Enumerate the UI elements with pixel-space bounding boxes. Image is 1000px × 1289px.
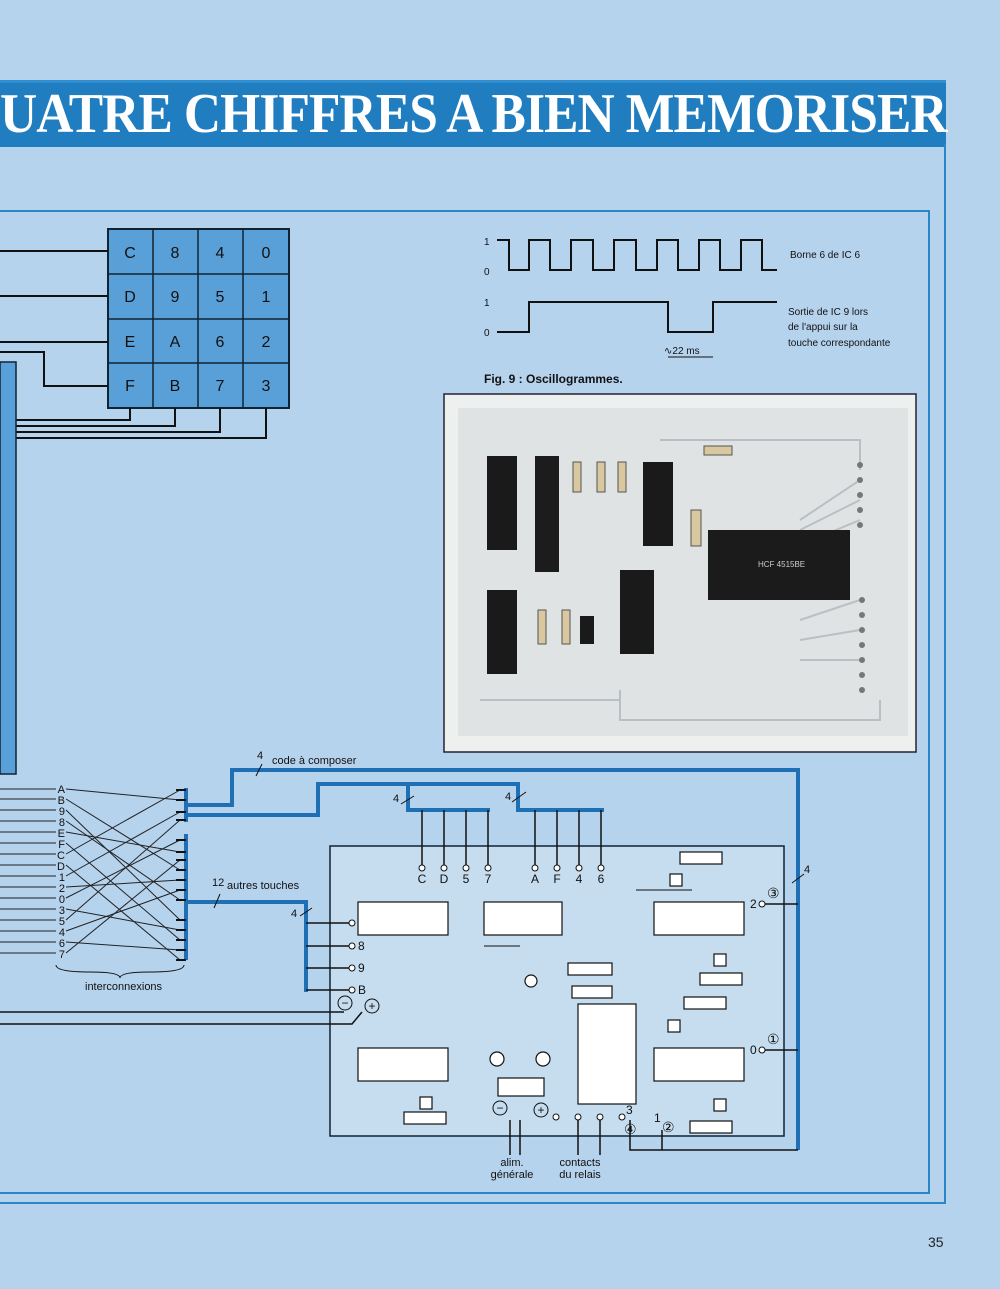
left-label-d: D bbox=[57, 861, 65, 873]
left-label-7: 7 bbox=[59, 949, 65, 961]
key-a: A bbox=[170, 334, 181, 351]
page-title: UATRE CHIFFRES A BIEN MEMORISER bbox=[0, 83, 948, 145]
top-pin-5: 5 bbox=[463, 872, 470, 886]
signal-1-trace bbox=[497, 239, 777, 271]
top-pin-f: F bbox=[553, 872, 560, 886]
left-label-1: 1 bbox=[59, 872, 65, 884]
relay-label-2: du relais bbox=[559, 1169, 601, 1181]
pin-2: 2 bbox=[750, 897, 757, 911]
circle-3: ③ bbox=[767, 885, 780, 901]
side-pin-b: B bbox=[358, 983, 366, 997]
interconnect-label: interconnexions bbox=[85, 981, 163, 993]
board-minus: − bbox=[341, 996, 348, 1010]
level-high-2: 1 bbox=[484, 298, 490, 309]
left-board-edge bbox=[0, 361, 17, 775]
circle-2: ② bbox=[662, 1119, 675, 1135]
period-label: ∿22 ms bbox=[664, 346, 700, 357]
pcb-photo: HCF 4515BE bbox=[443, 393, 917, 753]
left-label-a: A bbox=[58, 784, 66, 796]
other-count: 12 bbox=[212, 877, 224, 889]
interconnect-brace bbox=[55, 964, 185, 979]
bus4-top-1: 4 bbox=[393, 793, 399, 805]
title-bar bbox=[0, 80, 946, 147]
relay-label-1: contacts bbox=[560, 1157, 601, 1169]
figure-caption: Fig. 9 : Oscillogrammes. bbox=[484, 372, 623, 386]
code-label: code à composer bbox=[272, 755, 357, 767]
other-label: autres touches bbox=[227, 880, 300, 892]
key-c: C bbox=[124, 245, 136, 262]
keypad: C 8 4 0 D 9 5 1 E A 6 2 F B 7 3 bbox=[107, 228, 290, 409]
key-3: 3 bbox=[262, 378, 271, 395]
figure-panel bbox=[0, 210, 930, 1194]
left-label-5: 5 bbox=[59, 916, 65, 928]
level-low-1: 0 bbox=[484, 267, 490, 278]
key-0: 0 bbox=[262, 245, 271, 262]
bus4-top-2: 4 bbox=[505, 791, 511, 803]
level-low-2: 0 bbox=[484, 328, 490, 339]
left-label-2: 2 bbox=[59, 883, 65, 895]
top-pin-c: C bbox=[418, 872, 427, 886]
key-1: 1 bbox=[262, 289, 271, 306]
top-pin-d: D bbox=[440, 872, 449, 886]
signal-2-label-3: touche correspondante bbox=[788, 338, 891, 349]
left-label-6: 6 bbox=[59, 938, 65, 950]
signal-1-label: Borne 6 de IC 6 bbox=[790, 250, 860, 261]
key-2: 2 bbox=[262, 334, 271, 351]
key-4: 4 bbox=[216, 245, 225, 262]
pin-3: 3 bbox=[626, 1103, 633, 1117]
left-label-4: 4 bbox=[59, 927, 65, 939]
interconnect-wires bbox=[0, 788, 181, 961]
key-f: F bbox=[125, 378, 135, 395]
key-d: D bbox=[124, 289, 136, 306]
key-b: B bbox=[170, 378, 181, 395]
circuit-board: C D 5 7 A F 4 6 E 8 9 B 2 0 3 1 ③ ① ④ ② bbox=[0, 810, 798, 1155]
left-label-f: F bbox=[58, 839, 65, 851]
key-8: 8 bbox=[171, 245, 180, 262]
key-e: E bbox=[125, 334, 136, 351]
pin-1: 1 bbox=[654, 1111, 661, 1125]
signal-2-label-2: de l'appui sur la bbox=[788, 322, 858, 333]
signal-2-label-1: Sortie de IC 9 lors bbox=[788, 307, 868, 318]
oscillogram: 1 0 1 0 ∿22 ms Borne 6 de IC 6 Sortie de… bbox=[484, 237, 891, 386]
bus4-left: 4 bbox=[291, 908, 297, 920]
supply-minus: − bbox=[496, 1101, 503, 1115]
bus4-right: 4 bbox=[804, 864, 810, 876]
pin-0: 0 bbox=[750, 1043, 757, 1057]
supply-plus: + bbox=[537, 1103, 544, 1117]
key-5: 5 bbox=[216, 289, 225, 306]
left-label-8: 8 bbox=[59, 817, 65, 829]
left-label-b: B bbox=[58, 795, 65, 807]
board-plus: + bbox=[368, 999, 375, 1013]
top-pin-7: 7 bbox=[485, 872, 492, 886]
left-label-9: 9 bbox=[59, 806, 65, 818]
level-high-1: 1 bbox=[484, 237, 490, 248]
top-pin-4: 4 bbox=[576, 872, 583, 886]
outer-frame bbox=[0, 144, 946, 1204]
code-count: 4 bbox=[257, 750, 263, 762]
key-7: 7 bbox=[216, 378, 225, 395]
side-pin-9: 9 bbox=[358, 961, 365, 975]
left-label-e: E bbox=[58, 828, 65, 840]
top-pin-a: A bbox=[531, 872, 539, 886]
left-label-c: C bbox=[57, 850, 65, 862]
left-label-3: 3 bbox=[59, 905, 65, 917]
alim-label-1: alim. bbox=[500, 1157, 523, 1169]
circle-4: ④ bbox=[624, 1121, 637, 1137]
side-pin-8: 8 bbox=[358, 939, 365, 953]
signal-2-trace bbox=[497, 301, 777, 333]
circle-1: ① bbox=[767, 1031, 780, 1047]
chip-marking: HCF 4515BE bbox=[758, 560, 805, 569]
key-9: 9 bbox=[171, 289, 180, 306]
key-6: 6 bbox=[216, 334, 225, 351]
alim-label-2: générale bbox=[491, 1169, 534, 1181]
page-number: 35 bbox=[928, 1234, 944, 1250]
left-label-0: 0 bbox=[59, 894, 65, 906]
keypad-wires bbox=[0, 250, 267, 439]
top-pin-6: 6 bbox=[598, 872, 605, 886]
